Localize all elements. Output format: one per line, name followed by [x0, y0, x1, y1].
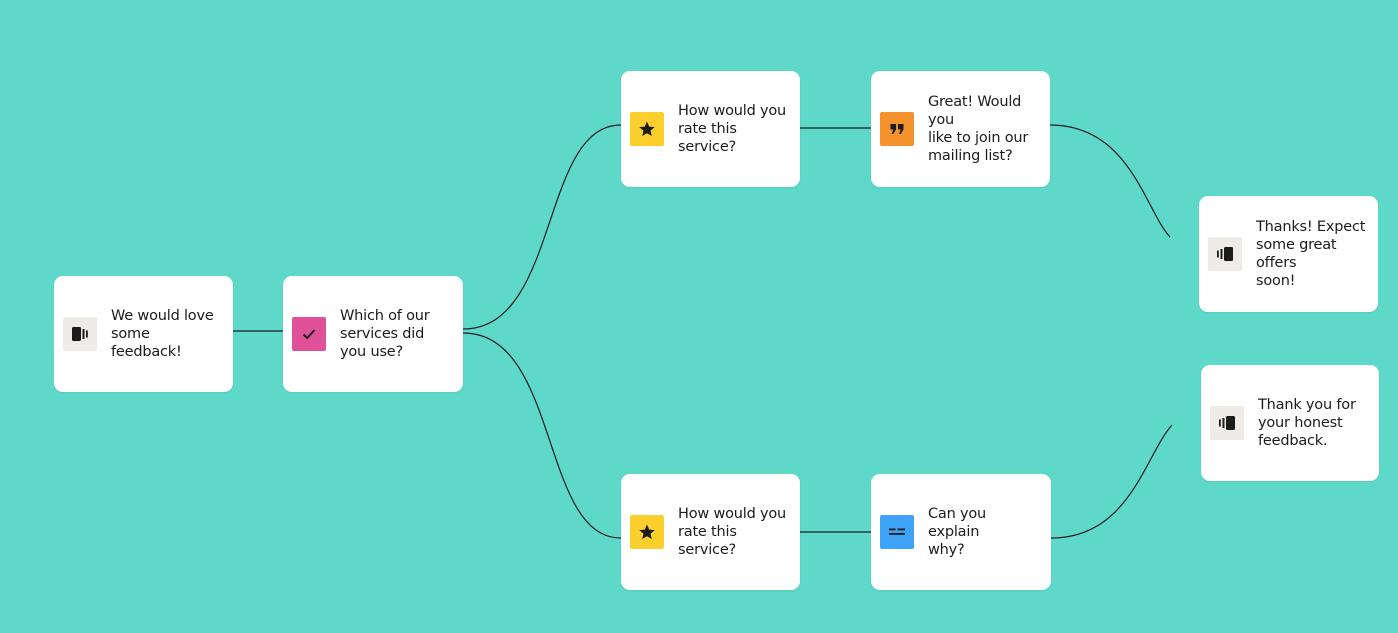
node-rate-bottom[interactable]: How would you rate this service?: [621, 474, 800, 590]
node-explain-label: Can you explain why?: [928, 506, 987, 558]
node-rate-top[interactable]: How would you rate this service?: [621, 71, 800, 187]
connector-mailing-thanks: [1049, 124, 1171, 238]
statement-icon: [63, 317, 97, 351]
connector-services-rate-bottom: [462, 332, 622, 539]
quote-icon: [880, 112, 914, 146]
node-mailing[interactable]: Great! Would you like to join our mailin…: [871, 71, 1050, 187]
connector-services-rate-top: [462, 124, 622, 330]
node-thanks-feedback-label: Thank you for your honest feedback.: [1258, 397, 1356, 449]
node-thanks-offers-label: Thanks! Expect some great offers soon!: [1256, 219, 1366, 289]
star-icon: [630, 112, 664, 146]
node-services-label: Which of our services did you use?: [340, 308, 430, 360]
node-welcome[interactable]: We would love some feedback!: [54, 276, 233, 392]
checkmark-icon: [292, 317, 326, 351]
node-thanks-offers[interactable]: Thanks! Expect some great offers soon!: [1199, 196, 1378, 312]
connector-explain-thanks: [1050, 424, 1173, 539]
node-rate-bottom-label: How would you rate this service?: [678, 506, 787, 558]
node-welcome-label: We would love some feedback!: [111, 308, 214, 360]
statement-icon: [1210, 406, 1244, 440]
node-mailing-label: Great! Would you like to join our mailin…: [928, 94, 1029, 164]
node-explain[interactable]: Can you explain why?: [871, 474, 1051, 590]
statement-icon: [1208, 237, 1242, 271]
node-services[interactable]: Which of our services did you use?: [283, 276, 463, 392]
long-text-icon: [880, 515, 914, 549]
node-rate-top-label: How would you rate this service?: [678, 103, 787, 155]
node-thanks-feedback[interactable]: Thank you for your honest feedback.: [1201, 365, 1379, 481]
star-icon: [630, 515, 664, 549]
